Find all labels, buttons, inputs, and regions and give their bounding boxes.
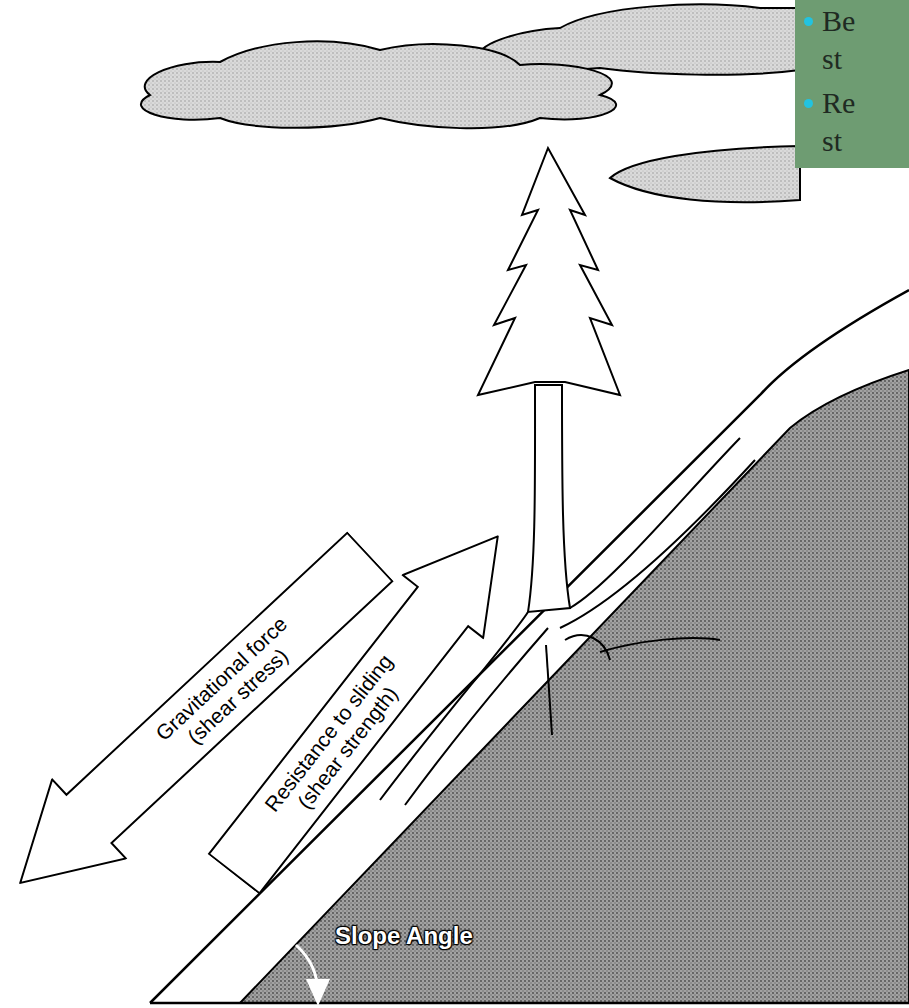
bullet-dot <box>804 99 813 108</box>
bullet-text: Re st <box>822 84 862 160</box>
arrow-label: Gravitational force (shear stress) <box>146 607 314 768</box>
clouds <box>141 4 800 202</box>
bullet-dot <box>804 17 813 26</box>
arrow-shape <box>194 505 538 905</box>
slope-angle-arrow <box>296 945 318 994</box>
note-panel: Be st Re st <box>795 0 909 168</box>
tree <box>380 148 755 805</box>
bullet-text: Be st <box>822 2 862 78</box>
angle-label: Slope Angle <box>335 922 473 950</box>
